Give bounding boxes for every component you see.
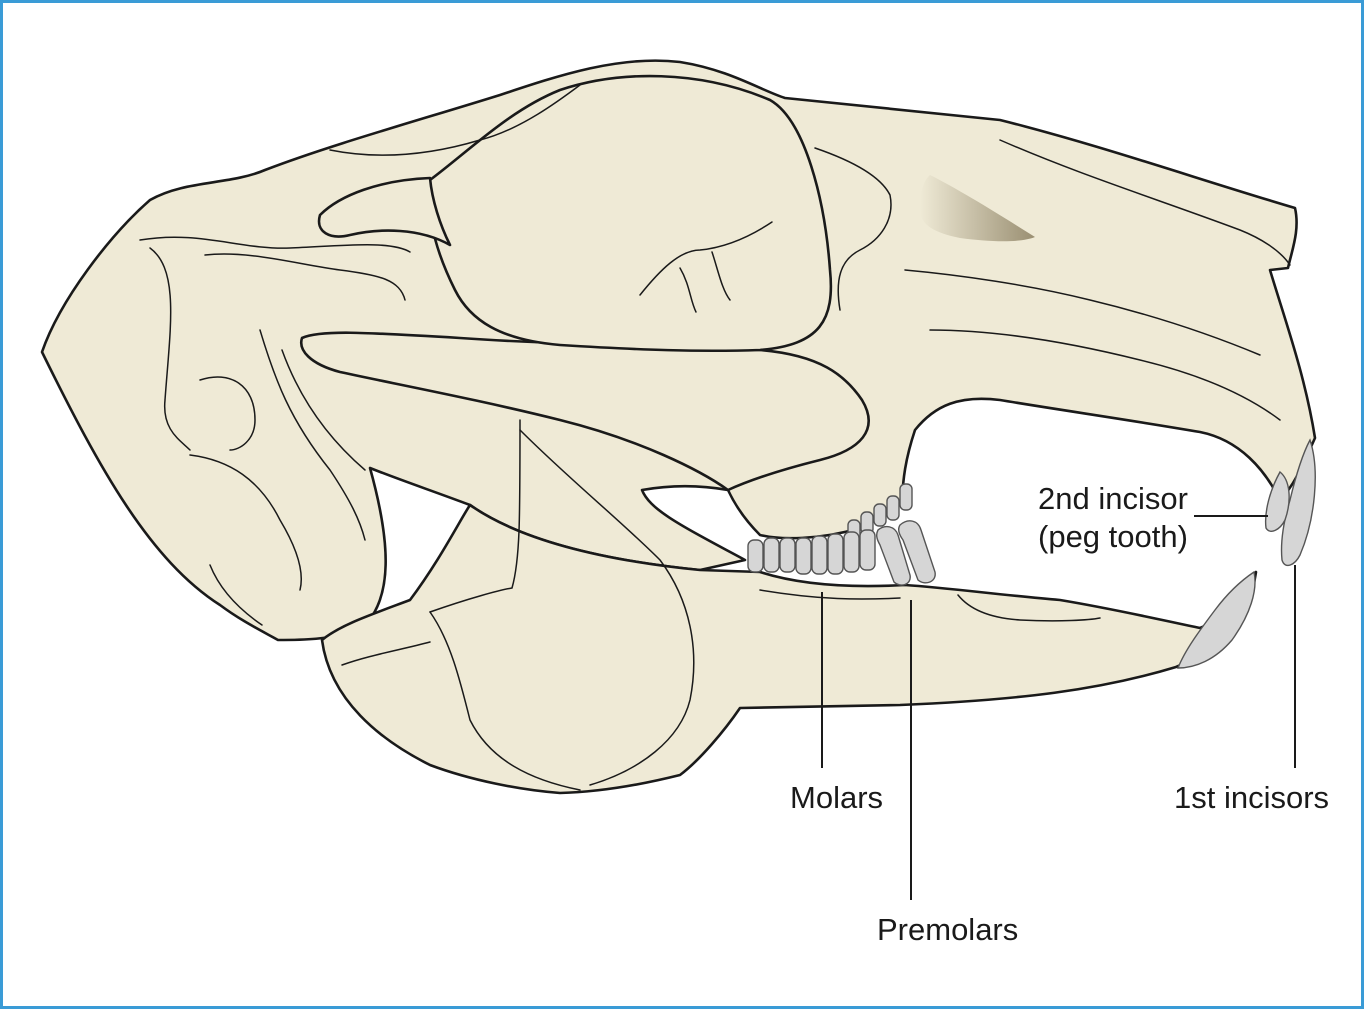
orbit-crack-1: [639, 221, 773, 296]
molar-teeth: [747, 529, 876, 575]
cranium-detail-1: [139, 236, 411, 253]
mandible-detail-4: [519, 429, 695, 786]
cranium-detail-9: [281, 349, 366, 471]
mandible-detail-3: [429, 611, 581, 791]
snout-detail-3: [929, 329, 1281, 421]
mandible-detail-5: [759, 589, 901, 600]
cranium-detail-8: [259, 329, 366, 541]
first-incisor-upper: [1280, 438, 1316, 567]
orbit: [427, 74, 833, 353]
snout-detail-4: [814, 147, 892, 311]
snout-detail-1: [999, 139, 1291, 266]
mandible-detail-2: [429, 419, 521, 613]
cranium-detail-7: [199, 376, 256, 451]
temporal-process: [317, 176, 452, 247]
second-incisor-label-line2: (peg tooth): [1038, 519, 1188, 554]
premolar-teeth: [875, 520, 936, 586]
nasal-shading: [920, 175, 1035, 242]
cranium-detail-4: [209, 564, 263, 626]
cranium-detail-6: [329, 84, 581, 156]
zygomatic-arch: [299, 331, 870, 492]
cranium-detail-5: [204, 253, 406, 301]
molars-label: Molars: [790, 780, 883, 815]
cranium-detail-2: [149, 247, 191, 451]
cranium-detail-3: [189, 454, 302, 591]
second-incisor-peg: [1264, 470, 1290, 532]
orbit-crack-3: [711, 251, 731, 301]
second-incisor-label-line1: 2nd incisor: [1038, 481, 1188, 516]
mandible-detail-6: [957, 594, 1101, 622]
first-incisors-label: 1st incisors: [1174, 780, 1329, 815]
mandible-detail-1: [341, 641, 431, 666]
snout-detail-2: [904, 269, 1261, 356]
first-incisor-lower: [1176, 570, 1256, 669]
premolars-label: Premolars: [877, 912, 1018, 947]
orbit-crack-2: [679, 267, 697, 313]
